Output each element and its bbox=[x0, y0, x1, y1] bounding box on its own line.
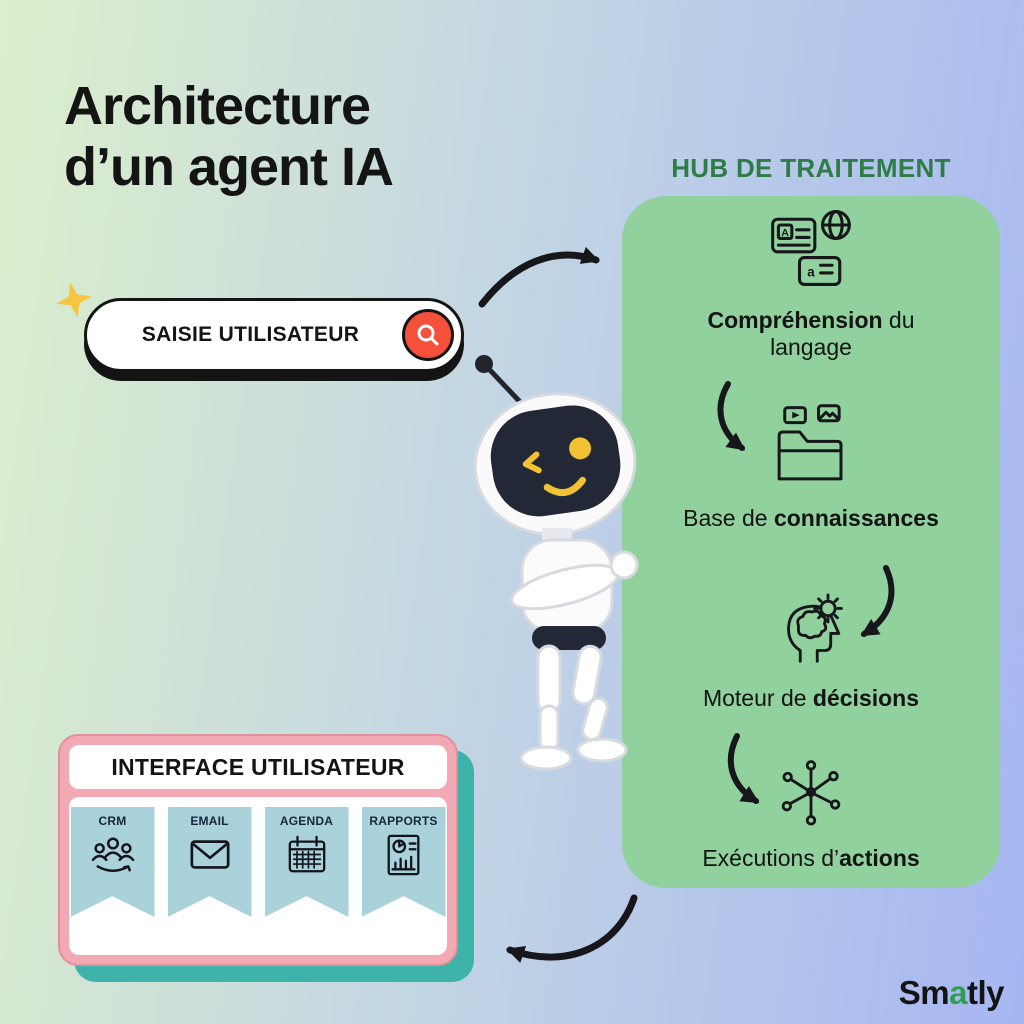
title-line-1: Architecture bbox=[64, 76, 371, 136]
logo-accent-letter: a bbox=[949, 974, 967, 1011]
crm-people-icon bbox=[90, 834, 136, 881]
interface-body: CRM EMAIL bbox=[69, 797, 447, 955]
decision-engine-icon bbox=[768, 586, 854, 677]
language-translation-icon: A a bbox=[765, 202, 857, 299]
interface-card: INTERFACE UTILISATEUR CRM bbox=[58, 734, 474, 982]
hub-step-decision: Moteur de décisions bbox=[622, 586, 1000, 712]
calendar-icon bbox=[284, 834, 330, 881]
knowledge-base-icon bbox=[766, 402, 856, 497]
hub-step-actions: Exécutions d’actions bbox=[622, 752, 1000, 872]
arrow-input-to-hub bbox=[478, 246, 600, 308]
search-icon[interactable] bbox=[402, 309, 454, 361]
page-title: Architecture d’un agent IA bbox=[64, 76, 394, 198]
ribbon-agenda: AGENDA bbox=[264, 807, 349, 917]
hub-step-label: Base de connaissances bbox=[683, 505, 939, 531]
report-chart-icon bbox=[381, 834, 427, 881]
ribbon-label: CRM bbox=[98, 814, 127, 828]
hub-step-label: Moteur de décisions bbox=[702, 685, 920, 711]
svg-text:A: A bbox=[781, 227, 789, 239]
user-input-pill[interactable]: SAISIE UTILISATEUR bbox=[84, 298, 464, 372]
logo-text-post: tly bbox=[966, 974, 1005, 1011]
interface-title: INTERFACE UTILISATEUR bbox=[69, 745, 447, 789]
hub-step-label: Exécutions d’actions bbox=[702, 845, 920, 871]
user-input-label: SAISIE UTILISATEUR bbox=[141, 323, 360, 346]
sparkle-icon bbox=[56, 282, 92, 318]
ribbon-crm: CRM bbox=[70, 807, 155, 917]
arrow-hub-to-interface bbox=[506, 894, 638, 964]
logo-text-pre: Sm bbox=[898, 974, 950, 1011]
ribbon-label: AGENDA bbox=[279, 814, 334, 828]
ribbon-rapports: RAPPORTS bbox=[361, 807, 446, 917]
title-line-2: d’un agent IA bbox=[64, 137, 394, 198]
card-main: INTERFACE UTILISATEUR CRM bbox=[58, 734, 458, 966]
actions-network-icon bbox=[771, 752, 851, 837]
svg-text:a: a bbox=[807, 265, 815, 280]
hub-header: HUB DE TRAITEMENT bbox=[671, 153, 951, 183]
robot-illustration bbox=[473, 355, 639, 771]
hub-step-label: Compréhension du langage bbox=[707, 307, 915, 361]
email-envelope-icon bbox=[187, 834, 233, 881]
hub-step-knowledge: Base de connaissances bbox=[622, 402, 1000, 532]
smatly-logo: Smatly bbox=[898, 974, 1005, 1012]
hub-panel: A a Compréhension du langage bbox=[622, 196, 1000, 888]
hub-step-comprehension: A a Compréhension du langage bbox=[622, 202, 1000, 361]
ribbon-label: EMAIL bbox=[190, 814, 229, 828]
ribbon-label: RAPPORTS bbox=[369, 814, 438, 828]
ribbon-email: EMAIL bbox=[167, 807, 252, 917]
